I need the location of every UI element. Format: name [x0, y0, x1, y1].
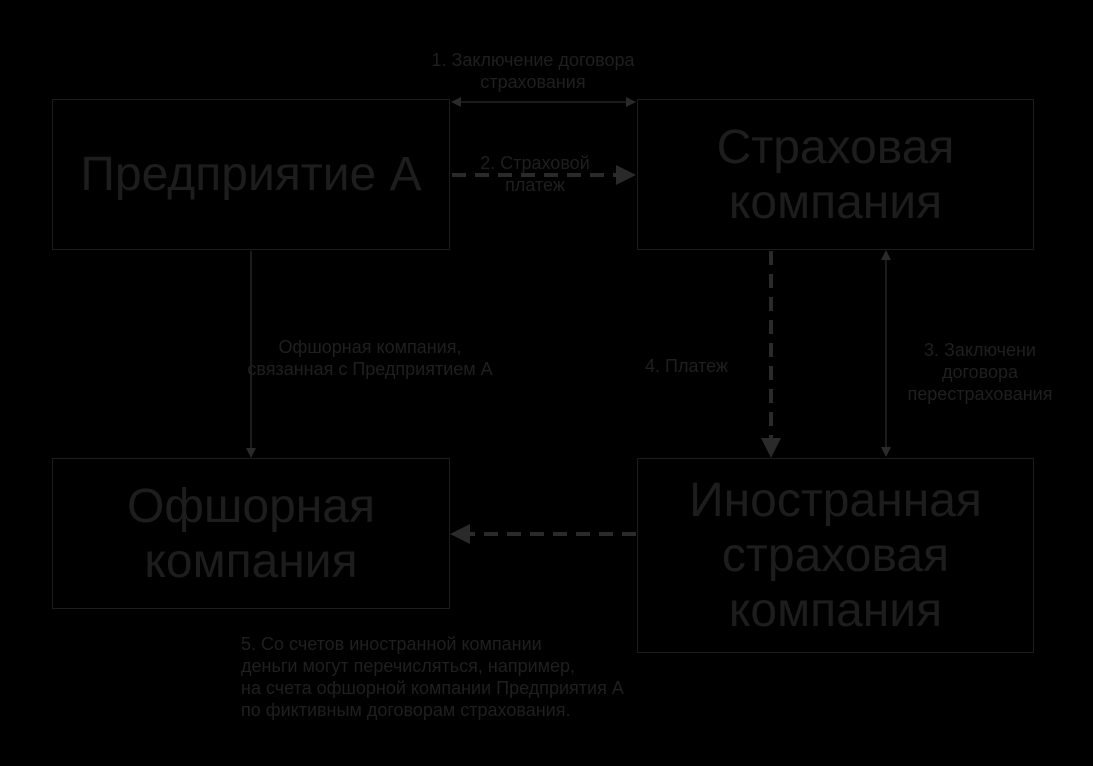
node-enterprise-a-label: Предприятие А — [80, 148, 422, 201]
node-foreign-insurance-company: Иностранная страховая компания — [637, 458, 1034, 653]
node-insurance-company-label: Страховая компания — [716, 120, 955, 229]
edge-reinsurance-contract-label: 3. Заключени договора перестрахования — [907, 340, 1053, 404]
edge-contract-label: 1. Заключение договора страхования — [431, 50, 635, 92]
edge-payment-label: 4. Платеж — [645, 356, 728, 376]
node-offshore-company: Офшорная компания — [52, 458, 450, 609]
node-foreign-insurance-company-label: Иностранная страховая компания — [689, 474, 982, 637]
edge-affiliated-offshore-label: Офшорная компания, связанная с Предприят… — [247, 337, 493, 379]
node-insurance-company: Страховая компания — [637, 99, 1034, 250]
edge-premium-payment-label: 2. Страховой платеж — [480, 153, 590, 195]
node-offshore-company-label: Офшорная компания — [127, 479, 375, 588]
note-step-5: 5. Со счетов иностранной компании деньги… — [241, 634, 624, 720]
node-enterprise-a: Предприятие А — [52, 99, 450, 250]
